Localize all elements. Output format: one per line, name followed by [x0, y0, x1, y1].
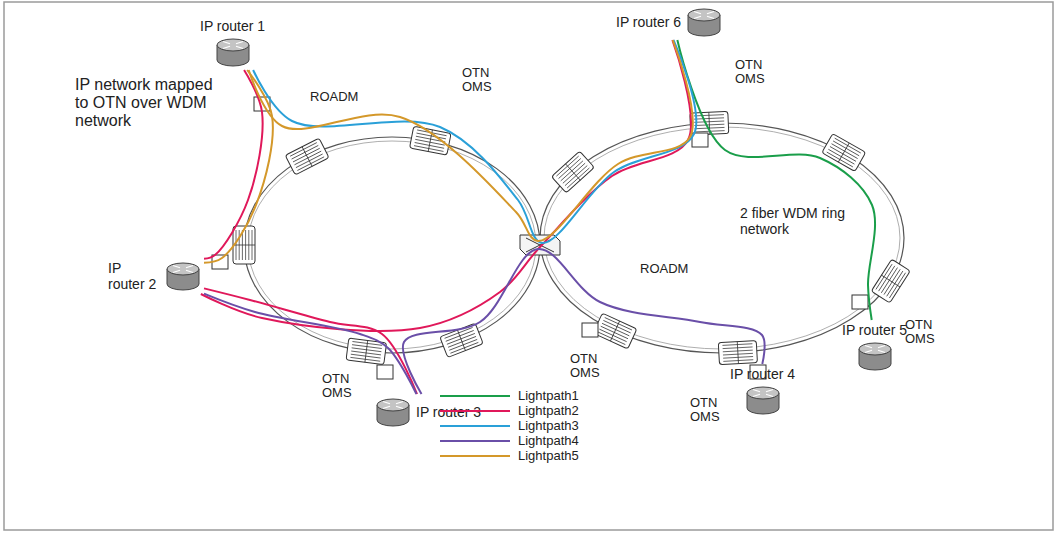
otn-box — [377, 365, 393, 379]
roadm-device — [551, 151, 594, 193]
otn-box — [582, 323, 598, 337]
legend-swatch — [440, 392, 510, 400]
router-icon — [685, 6, 723, 38]
legend-text: Lightpath5 — [518, 448, 579, 463]
legend-row: Lightpath1 — [440, 388, 579, 403]
ip-router: IP router 5 — [842, 322, 907, 372]
ip-router: IP router 3 — [374, 396, 481, 428]
lightpath — [201, 40, 691, 331]
legend-text: Lightpath3 — [518, 418, 579, 433]
lightpath — [204, 288, 417, 394]
device-label: OTN OMS — [905, 318, 939, 346]
wdm-ring — [244, 137, 540, 353]
router-label: IP router 4 — [730, 366, 795, 382]
legend-row: Lightpath4 — [440, 433, 579, 448]
device-label: OTN OMS — [322, 372, 356, 400]
device-label: OTN OMS — [462, 66, 496, 94]
device-label: OTN OMS — [690, 396, 724, 424]
router-icon — [744, 384, 782, 416]
frame — [4, 2, 1053, 530]
device-label: OTN OMS — [570, 352, 604, 380]
network-note: 2 fiber WDM ring network — [740, 205, 858, 237]
ip-router: IP router 2 — [108, 260, 202, 292]
legend-swatch — [440, 407, 510, 415]
wdm-ring — [540, 123, 904, 353]
lightpath — [677, 40, 875, 320]
wdm-ring-fiber — [544, 127, 900, 349]
legend-swatch — [440, 437, 510, 445]
router-icon — [164, 260, 202, 292]
device-label: ROADM — [640, 262, 688, 276]
roadm-device — [822, 134, 866, 172]
device-label: OTN OMS — [735, 58, 769, 86]
roadm-devices — [212, 97, 910, 379]
legend-row: Lightpath3 — [440, 418, 579, 433]
lightpath — [204, 294, 416, 394]
roadm-device — [718, 341, 757, 365]
ip-router: IP router 6 — [616, 6, 723, 38]
legend-text: Lightpath1 — [518, 388, 579, 403]
roadm-device — [593, 313, 637, 349]
roadm-device — [285, 138, 329, 175]
roadm-device — [410, 126, 452, 155]
ip-router: IP router 4 — [730, 366, 795, 416]
router-label: IP router 3 — [416, 404, 481, 420]
router-icon — [856, 340, 894, 372]
lightpath — [249, 40, 693, 241]
legend-text: Lightpath2 — [518, 403, 579, 418]
network-note: IP network mapped to OTN over WDM networ… — [75, 76, 225, 130]
legend-text: Lightpath4 — [518, 433, 579, 448]
otn-box — [852, 295, 868, 309]
wdm-ring-fiber — [248, 141, 536, 349]
lightpath — [204, 70, 273, 263]
lightpath — [403, 249, 765, 394]
router-label: IP router 5 — [842, 322, 907, 338]
router-label: IP router 1 — [200, 18, 265, 34]
lightpath — [253, 40, 696, 243]
roadm-device — [871, 259, 910, 303]
ip-router: IP router 1 — [200, 18, 265, 68]
router-icon — [374, 396, 412, 428]
legend-swatch — [440, 422, 510, 430]
legend-row: Lightpath5 — [440, 448, 579, 463]
router-icon — [214, 36, 252, 68]
device-label: ROADM — [310, 90, 358, 104]
router-label: IP router 2 — [108, 260, 160, 292]
legend-swatch — [440, 452, 510, 460]
lightpath — [204, 70, 263, 259]
legend-row: Lightpath2 — [440, 403, 579, 418]
router-label: IP router 6 — [616, 14, 681, 30]
